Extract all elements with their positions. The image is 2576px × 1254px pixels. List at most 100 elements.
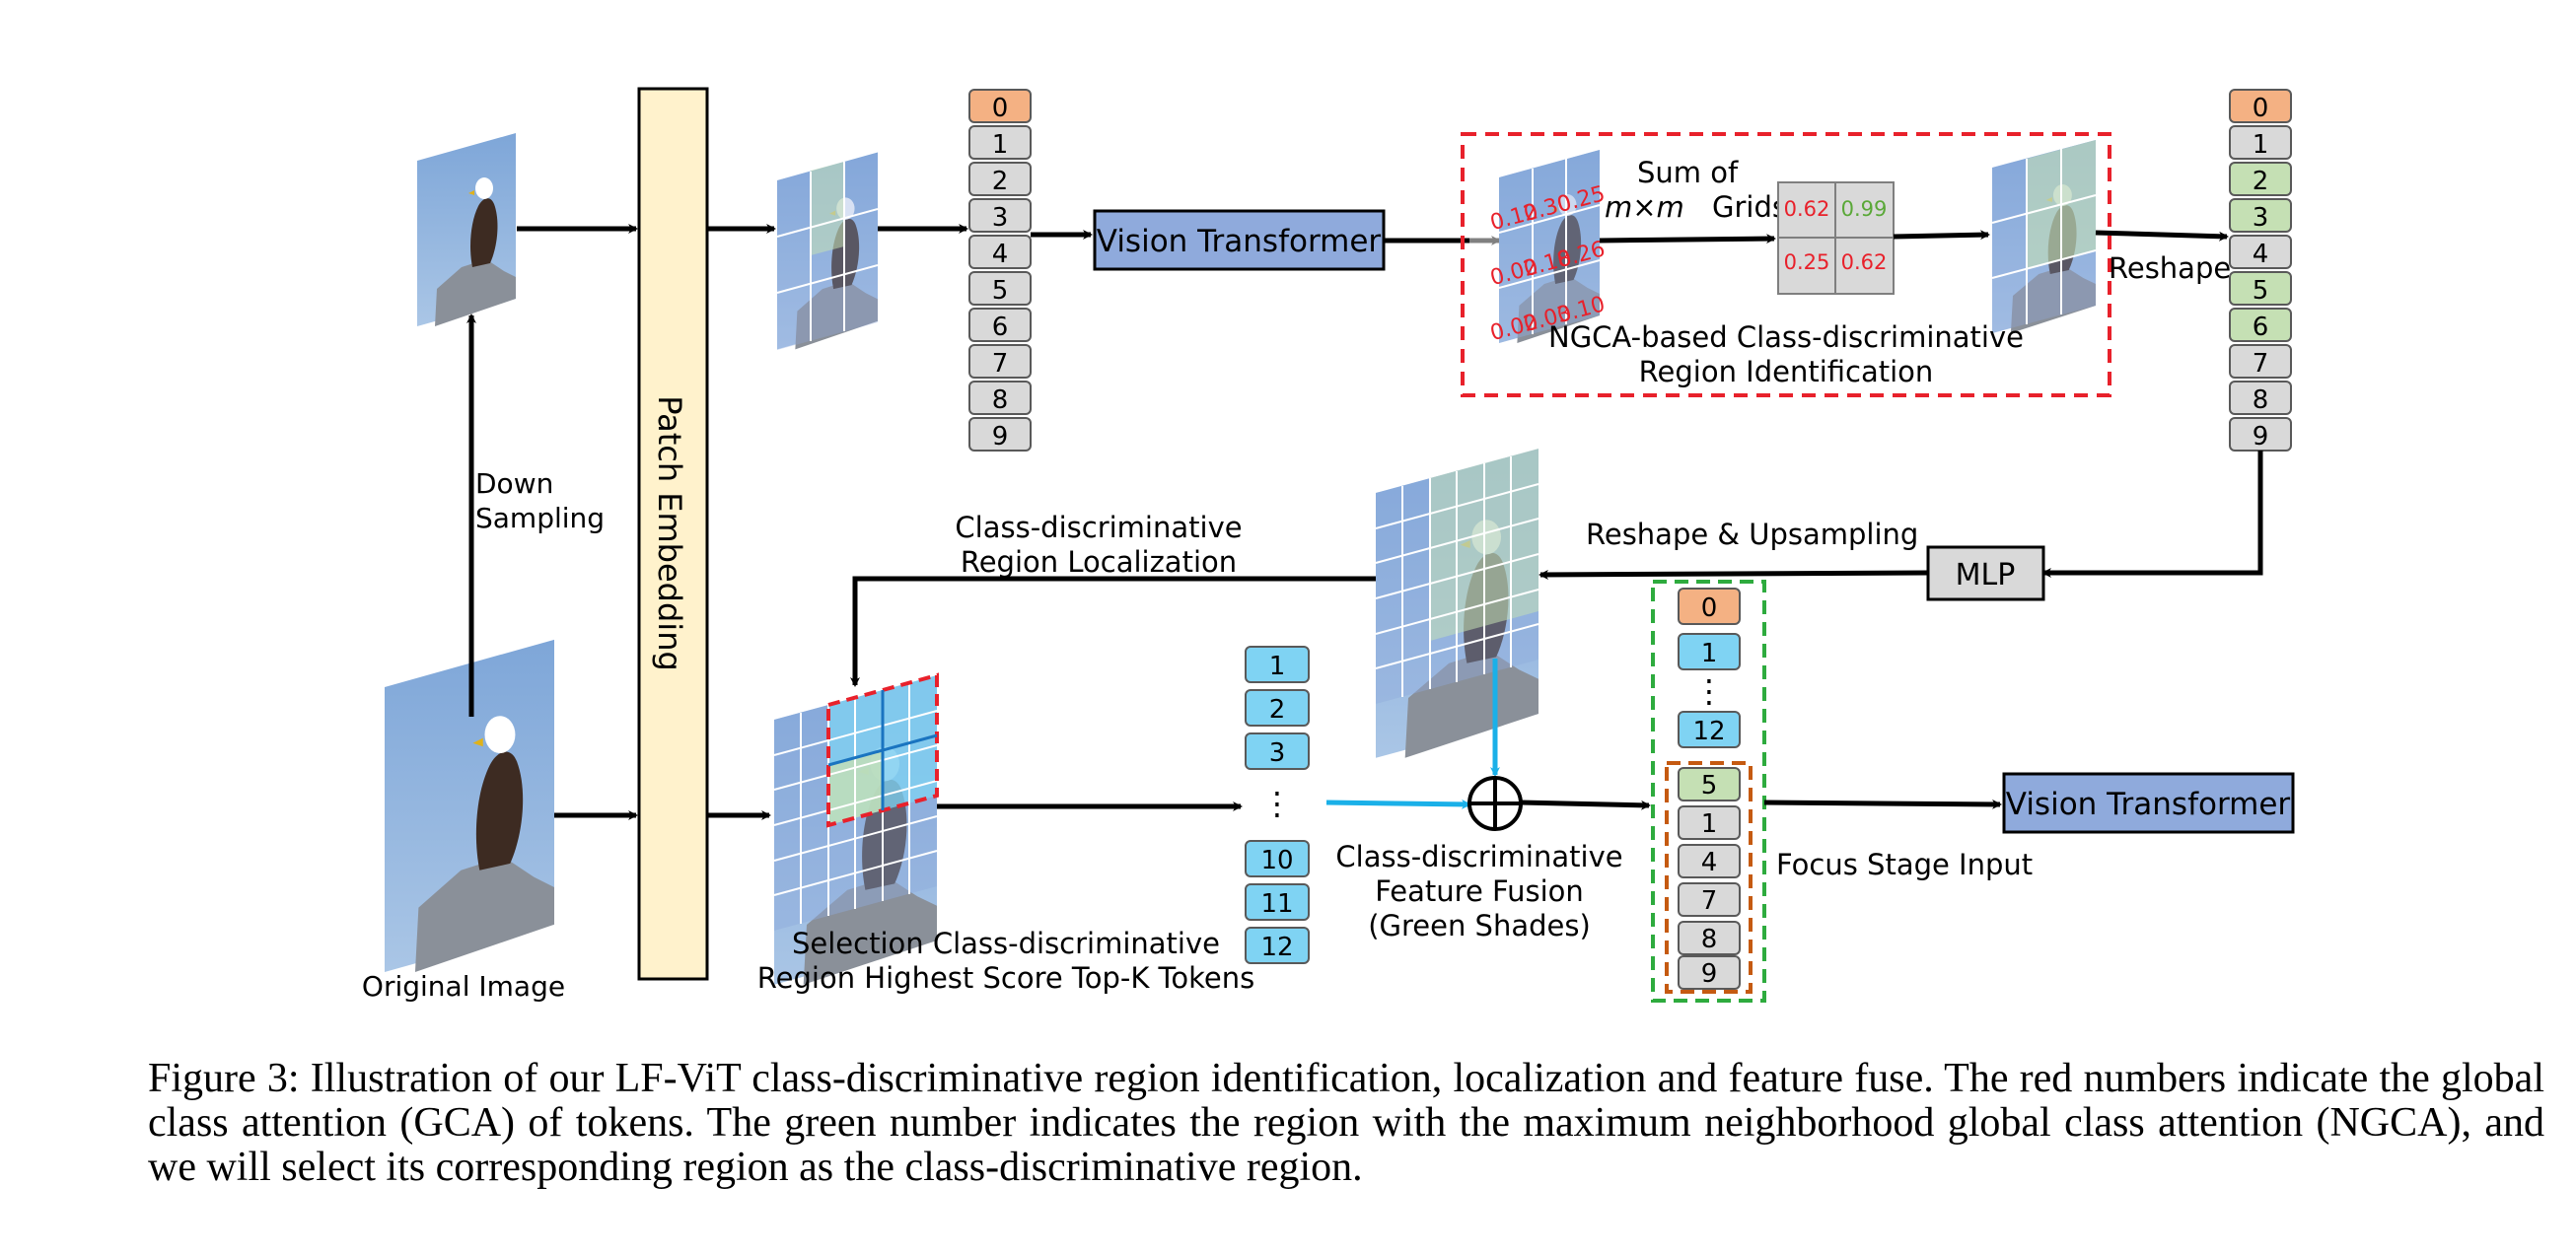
svg-text:7: 7 bbox=[992, 349, 1009, 379]
token-col2-item: 2 bbox=[2229, 162, 2292, 196]
fusion-label-1: Class-discriminative bbox=[1335, 840, 1622, 873]
ngca-label-2: Region Identification bbox=[1639, 355, 1934, 388]
grids-label: Grids bbox=[1712, 190, 1787, 224]
svg-text:4: 4 bbox=[992, 240, 1009, 269]
reshape-upsampling-label: Reshape & Upsampling bbox=[1586, 518, 1918, 551]
topk-token-column: 1 2 3 ⋮ 10 11 12 bbox=[1245, 646, 1310, 964]
focus-stage-input-label: Focus Stage Input bbox=[1776, 848, 2033, 881]
reshape-label: Reshape bbox=[2109, 251, 2231, 285]
token-column-2: 0 1 2 3 4 5 6 7 8 9 bbox=[2229, 89, 2292, 452]
svg-text:2: 2 bbox=[2253, 167, 2269, 196]
token-col2-item: 1 bbox=[2229, 125, 2292, 160]
svg-text:1: 1 bbox=[1269, 652, 1286, 681]
arrow-fusion-to-focus bbox=[1520, 800, 1651, 810]
arrow-sum-to-region bbox=[1893, 230, 1990, 241]
svg-text:8: 8 bbox=[992, 385, 1009, 415]
svg-text:10: 10 bbox=[1260, 846, 1293, 875]
arrow-tokens-to-mlp bbox=[2041, 451, 2263, 578]
svg-text:4: 4 bbox=[1701, 848, 1718, 877]
svg-text:3: 3 bbox=[1269, 738, 1286, 768]
svg-text:9: 9 bbox=[1701, 959, 1718, 989]
patch-embedding-box bbox=[637, 87, 709, 981]
arrow-localization bbox=[850, 576, 1376, 687]
token-col1-item: 9 bbox=[968, 417, 1032, 452]
down-sampling-label-2: Sampling bbox=[475, 502, 605, 534]
down-sampling-label-1: Down bbox=[475, 467, 553, 500]
svg-text:4: 4 bbox=[2253, 240, 2269, 269]
original-image-label: Original Image bbox=[362, 970, 565, 1003]
svg-text:5: 5 bbox=[1701, 771, 1718, 801]
figure-caption: Figure 3: Illustration of our LF-ViT cla… bbox=[148, 1056, 2544, 1190]
focus-token: 4 bbox=[1678, 844, 1741, 878]
identified-region-image bbox=[1991, 140, 2097, 333]
svg-text:5: 5 bbox=[2253, 276, 2269, 306]
svg-text:0.99: 0.99 bbox=[1841, 197, 1888, 221]
token-col1-item: 5 bbox=[968, 271, 1032, 306]
svg-text:5: 5 bbox=[992, 276, 1009, 306]
topk-token: 10 bbox=[1245, 840, 1310, 877]
token-col1-item: 8 bbox=[968, 381, 1032, 415]
arrow-focus-to-vit bbox=[1763, 799, 2002, 809]
m-by-m-label: m×m bbox=[1605, 190, 1684, 224]
svg-text:1: 1 bbox=[992, 130, 1009, 160]
focus-green-box bbox=[1651, 580, 1766, 1003]
svg-text:2: 2 bbox=[1269, 695, 1286, 725]
svg-text:0: 0 bbox=[1701, 593, 1718, 623]
patch-embedding-label: Patch Embedding bbox=[651, 395, 688, 671]
focus-ellipsis: ⋮ bbox=[1693, 672, 1725, 710]
topk-token: 3 bbox=[1245, 732, 1310, 770]
focus-token: 1 bbox=[1678, 633, 1741, 670]
topk-token: 11 bbox=[1245, 883, 1310, 921]
svg-text:8: 8 bbox=[2253, 385, 2269, 415]
focus-token: 5 bbox=[1678, 767, 1741, 801]
svg-text:0: 0 bbox=[2253, 94, 2269, 123]
svg-text:2: 2 bbox=[992, 167, 1009, 196]
token-col1-item: 7 bbox=[968, 344, 1032, 379]
patch-grid-top bbox=[776, 152, 879, 350]
arrow-gca-to-sum bbox=[1599, 234, 1776, 244]
svg-text:12: 12 bbox=[1692, 717, 1725, 746]
token-col1-item: 0 bbox=[968, 89, 1032, 123]
svg-text:0: 0 bbox=[992, 94, 1009, 123]
svg-text:1: 1 bbox=[2253, 130, 2269, 160]
token-col1-item: 6 bbox=[968, 308, 1032, 342]
fusion-label-3: (Green Shades) bbox=[1368, 909, 1591, 942]
focus-token: 0 bbox=[1678, 588, 1741, 625]
svg-text:9: 9 bbox=[992, 422, 1009, 452]
vision-transformer-top-label: Vision Transformer bbox=[1097, 224, 1382, 259]
ngca-label-1: NGCA-based Class-discriminative bbox=[1548, 320, 2024, 354]
vision-transformer-bottom-box bbox=[2002, 772, 2295, 834]
focus-token: 1 bbox=[1678, 805, 1741, 840]
svg-text:6: 6 bbox=[2253, 313, 2269, 342]
svg-text:8: 8 bbox=[1701, 925, 1718, 954]
svg-text:9: 9 bbox=[2253, 422, 2269, 452]
svg-text:11: 11 bbox=[1260, 889, 1293, 919]
localization-label-1: Class-discriminative bbox=[955, 511, 1242, 544]
upsampled-attention-image bbox=[1375, 449, 1539, 758]
token-col2-item: 9 bbox=[2229, 417, 2292, 452]
token-col2-item: 6 bbox=[2229, 308, 2292, 342]
arrow-topk-to-fusion bbox=[1325, 799, 1471, 809]
fusion-label-2: Feature Fusion bbox=[1375, 874, 1584, 908]
token-col1-item: 1 bbox=[968, 125, 1032, 160]
svg-text:7: 7 bbox=[2253, 349, 2269, 379]
arrow-mlp-to-upsample bbox=[1538, 569, 1929, 580]
sum-of-label: Sum of bbox=[1637, 156, 1739, 189]
token-col2-item: 3 bbox=[2229, 198, 2292, 233]
token-column-1: 0 1 2 3 4 5 6 7 8 9 bbox=[968, 89, 1032, 452]
token-col1-item: 3 bbox=[968, 198, 1032, 233]
svg-text:3: 3 bbox=[2253, 203, 2269, 233]
focus-token-column: 0 1 ⋮ 12 5 1 4 7 8 9 bbox=[1678, 588, 1741, 990]
svg-text:6: 6 bbox=[992, 313, 1009, 342]
gca-attention-image: 0.12 0.30 0.25 0.02 0.18 0.26 0.02 0.03 … bbox=[1487, 150, 1608, 346]
svg-text:1: 1 bbox=[1701, 809, 1718, 839]
focus-token: 8 bbox=[1678, 921, 1741, 955]
selection-label-1: Selection Class-discriminative bbox=[792, 927, 1220, 960]
token-col2-item: 0 bbox=[2229, 89, 2292, 123]
svg-text:3: 3 bbox=[992, 203, 1009, 233]
selection-patch-grid bbox=[773, 672, 939, 985]
vision-transformer-bottom-label: Vision Transformer bbox=[2006, 787, 2291, 822]
selection-label-2: Region Highest Score Top-K Tokens bbox=[757, 961, 1254, 995]
token-col1-item: 4 bbox=[968, 235, 1032, 269]
